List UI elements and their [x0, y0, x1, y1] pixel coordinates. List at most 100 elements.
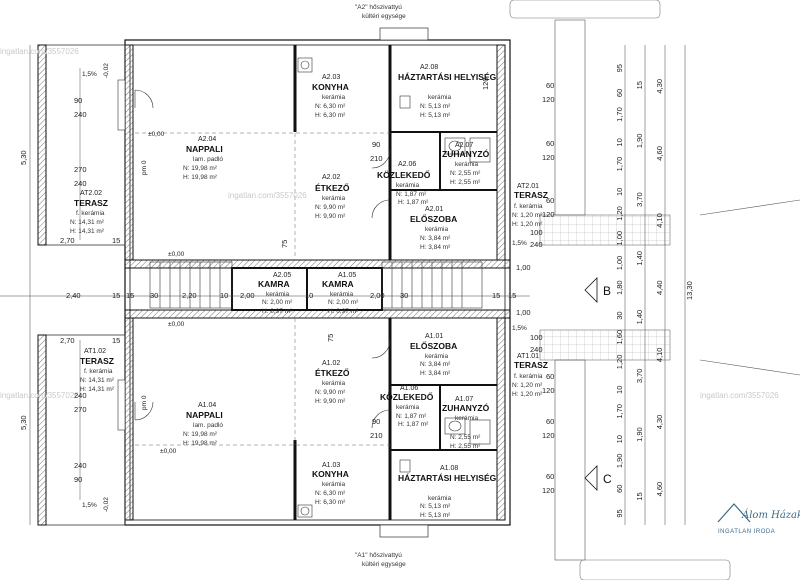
dim-label: 60: [546, 372, 554, 381]
room-id: A1.03: [322, 462, 340, 469]
level-mark: ±0,00: [168, 321, 185, 328]
dim-label: 120: [542, 486, 555, 495]
dim-label: 1,70: [615, 404, 624, 419]
dim-label: 210: [370, 431, 383, 440]
room-name: ZUHANYZÓ: [442, 402, 490, 413]
dim-label: 1,20: [615, 355, 624, 370]
slope-note: 1,5%: [82, 71, 97, 78]
dim-label: 10: [615, 435, 624, 443]
room-h-area: H: 1,87 m²: [398, 421, 429, 428]
dim-label: 75: [280, 240, 289, 248]
room-h-area: H: 3,84 m²: [420, 244, 451, 251]
room-net-area: N: 19,98 m²: [183, 165, 218, 172]
room-floor: kerámia: [322, 195, 346, 202]
right-paths: [509, 0, 800, 580]
dim-label: 60: [546, 472, 554, 481]
level-mark: pm 0: [141, 160, 148, 175]
room-floor: f. kerámia: [84, 368, 113, 375]
pump-top-label: "A2" hőszivattyú: [355, 4, 402, 11]
level-mark: ±0,00: [148, 131, 165, 138]
watermark-right: ingatlan.com/3557026: [700, 391, 779, 400]
slope-note: 1,5%: [512, 240, 527, 247]
dim-label: 270: [74, 405, 87, 414]
dim-label: 15: [112, 291, 120, 300]
room-id: AT2.01: [517, 183, 539, 190]
watermark-bottom: ingatlan.com/3557026: [0, 391, 79, 400]
room-net-area: N: 1,87 m²: [396, 191, 427, 198]
room-name: KÖZLEKEDŐ: [380, 391, 434, 402]
room-name: TERASZ: [514, 360, 548, 370]
dim-label: 240: [74, 461, 87, 470]
room-floor: kerámia: [428, 94, 452, 101]
logo-title: Álom Házak: [741, 509, 800, 521]
room-h-area: H: 6,30 m²: [315, 499, 346, 506]
dim-label: 4,40: [655, 280, 664, 295]
room-floor: kerámia: [322, 481, 346, 488]
room-h-area: H: 2,55 m²: [450, 443, 481, 450]
dim-label: 270: [74, 165, 87, 174]
dim-label: 1,80: [615, 280, 624, 295]
agency-logo: Álom Házak INGATLAN IRODA: [717, 503, 800, 535]
level-mark: -0,02: [103, 63, 110, 78]
level-mark: ±0,00: [160, 448, 177, 455]
room-net-area: N: 19,98 m²: [183, 431, 218, 438]
room-id: A1.02: [322, 360, 340, 367]
dim-label: 5,30: [19, 415, 28, 430]
room-labels: A2.04 NAPPALI lam. padló N: 19,98 m² H: …: [70, 64, 548, 519]
slope-note: 1,5%: [512, 325, 527, 332]
dim-total-label: 13,30: [685, 281, 694, 300]
room-name: ÉTKEZŐ: [315, 182, 350, 193]
room-net-area: N: 1,20 m²: [512, 212, 543, 219]
room-h-area: H: 14,31 m²: [70, 228, 105, 235]
room-h-area: H: 9,90 m²: [315, 213, 346, 220]
dim-label: 10: [220, 291, 228, 300]
dim-label: 30: [615, 311, 624, 319]
dim-label: 1,20: [615, 206, 624, 221]
dim-label: 120: [542, 210, 555, 219]
dim-label: 4,30: [655, 415, 664, 430]
room-floor: kerámia: [322, 380, 346, 387]
dim-label: 1,00: [615, 231, 624, 246]
room-name: ÉTKEZŐ: [315, 367, 350, 378]
room-floor: kerámia: [322, 94, 346, 101]
pump-bottom-label: "A1" hőszivattyú: [355, 552, 402, 559]
room-h-area: H: 6,30 m²: [315, 112, 346, 119]
room-name: KONYHA: [312, 82, 349, 92]
room-name: ELŐSZOBA: [410, 213, 457, 224]
room-id: A1.08: [440, 465, 458, 472]
dim-label: 10: [305, 291, 313, 300]
dim-label: 15: [635, 81, 644, 89]
left-dimensions: 90 240 270 240 2,70 15 2,70 15 240 270 2…: [19, 45, 120, 525]
dim-label: 1,00: [516, 308, 531, 317]
pump-top-sublabel: kültéri egysége: [362, 13, 406, 20]
room-floor: kerámia: [425, 226, 449, 233]
room-net-area: N: 2,55 m²: [450, 170, 481, 177]
level-mark: ±0,00: [168, 251, 185, 258]
room-floor: f. kerámia: [514, 203, 543, 210]
watermark-left: ingatlan.com/3557026: [0, 47, 79, 56]
dim-label: 4,60: [655, 482, 664, 497]
room-name: HÁZTARTÁSI HELYISÉG: [398, 473, 497, 483]
room-floor: kerámia: [266, 291, 290, 298]
room-net-area: N: 2,00 m²: [328, 299, 359, 306]
room-net-area: N: 9,90 m²: [315, 389, 346, 396]
dim-label: 60: [615, 89, 624, 97]
room-id: A2.06: [398, 161, 416, 168]
dim-label: 90: [74, 96, 82, 105]
dim-label: 240: [74, 110, 87, 119]
level-mark: pm 0: [141, 395, 148, 410]
room-name: ZUHANYZÓ: [442, 148, 490, 159]
door-dimensions: 90 210 120 75 75 90 210: [280, 77, 490, 440]
dim-label: 10: [615, 188, 624, 196]
room-h-area: H: 14,31 m²: [80, 386, 115, 393]
room-id: AT1.01: [517, 353, 539, 360]
dim-label: 30: [150, 291, 158, 300]
dim-label: 4,30: [655, 79, 664, 94]
room-floor: f. kerámia: [76, 210, 105, 217]
room-h-area: H: 9,90 m²: [315, 398, 346, 405]
room-net-area: N: 6,30 m²: [315, 490, 346, 497]
middle-dimension-row: 2,40 15 15 30 2,20 10 2,00 10 2,00 30 15…: [0, 291, 530, 300]
room-name: KONYHA: [312, 469, 349, 479]
room-floor: kerámia: [455, 415, 479, 422]
dim-label: 120: [542, 153, 555, 162]
